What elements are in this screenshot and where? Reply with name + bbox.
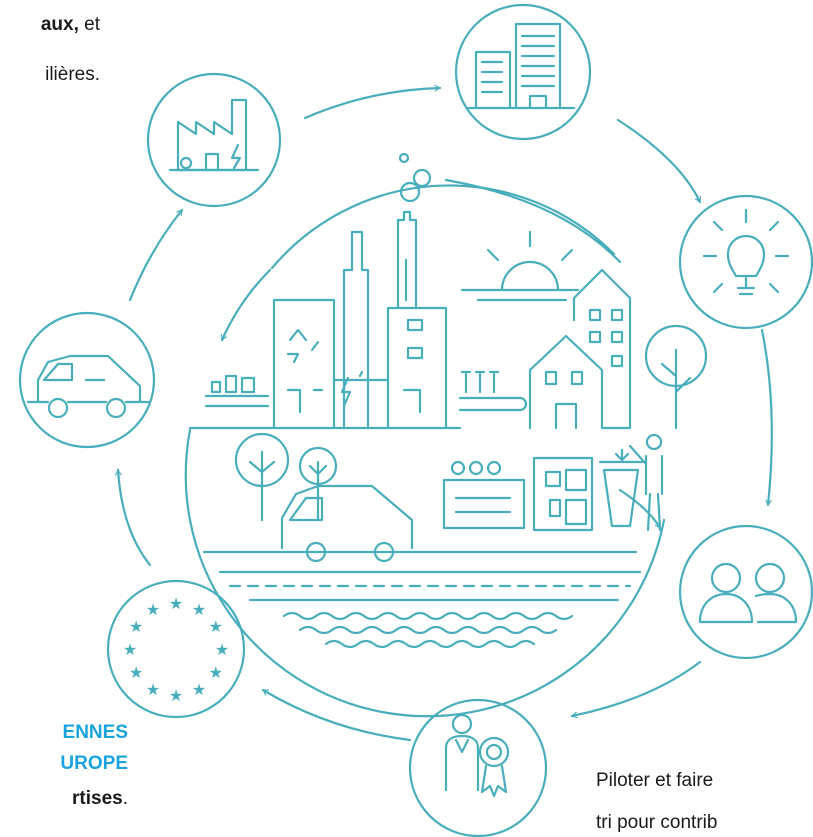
node-people-circle bbox=[678, 524, 813, 660]
node-eu-circle bbox=[106, 579, 246, 719]
eu-star: ★ bbox=[215, 640, 229, 659]
central-city-illustration bbox=[184, 152, 708, 718]
arrow-factory-to-building bbox=[303, 84, 442, 120]
eu-star: ★ bbox=[169, 594, 183, 613]
node-lightbulb-circle bbox=[678, 194, 813, 330]
office-building-icon bbox=[466, 22, 576, 110]
text-top-line1-rest: et bbox=[78, 14, 100, 35]
text-top-line1: aux, et bbox=[0, 12, 100, 38]
text-bottom-left-line3-bold: rtises bbox=[72, 788, 123, 809]
text-top-line1-bold: aux, bbox=[40, 14, 79, 35]
eu-star: ★ bbox=[123, 640, 137, 659]
eu-star: ★ bbox=[209, 617, 223, 636]
text-bottom-right-line2: tri pour contrib bbox=[596, 812, 718, 833]
eu-star: ★ bbox=[192, 600, 206, 619]
garbage-truck-icon bbox=[26, 354, 152, 419]
text-bottom-left-line1: ENNES bbox=[62, 722, 128, 743]
text-bottom-left-line2: UROPE bbox=[60, 753, 128, 774]
eu-star: ★ bbox=[209, 663, 223, 682]
eu-star: ★ bbox=[169, 686, 183, 705]
text-bottom-left-line3-rest: . bbox=[122, 788, 128, 809]
arrow-truck-to-factory bbox=[128, 208, 184, 302]
arrow-building-to-lightbulb bbox=[616, 118, 702, 204]
arrow-lightbulb-to-people bbox=[760, 328, 773, 507]
lightbulb-icon bbox=[702, 208, 790, 296]
arrow-award-to-eu bbox=[261, 688, 412, 742]
eu-stars-icon: ★★★★★★★★★★★★ bbox=[123, 594, 229, 705]
arrow-people-to-award bbox=[570, 660, 702, 719]
node-factory-circle bbox=[146, 72, 282, 208]
text-bottom-right-line1: Piloter et faire bbox=[596, 770, 714, 791]
text-top-line2: ilières. bbox=[45, 64, 100, 85]
node-award-circle bbox=[408, 698, 548, 837]
node-building-circle bbox=[454, 3, 592, 141]
factory-icon bbox=[168, 98, 260, 172]
text-bottom-left-line3: rtises. bbox=[0, 786, 128, 812]
eu-star: ★ bbox=[129, 617, 143, 636]
people-icon bbox=[698, 562, 798, 624]
arrow-eu-to-truck bbox=[114, 468, 152, 567]
eu-star: ★ bbox=[146, 600, 160, 619]
eu-star: ★ bbox=[192, 680, 206, 699]
node-truck-circle bbox=[18, 311, 156, 449]
award-person-icon bbox=[444, 713, 510, 798]
cycle-arrows bbox=[114, 84, 773, 742]
eu-star: ★ bbox=[146, 680, 160, 699]
eu-star: ★ bbox=[129, 663, 143, 682]
